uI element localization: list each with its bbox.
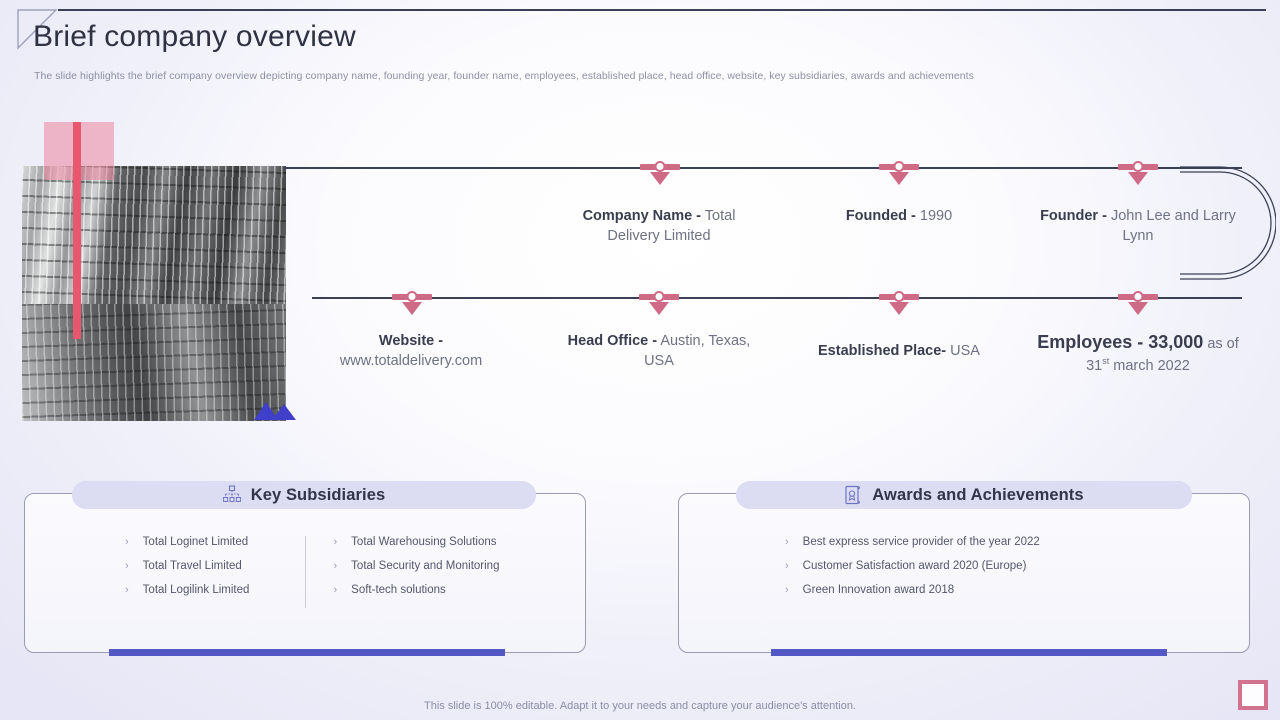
- list-item[interactable]: › Best express service provider of the y…: [693, 536, 1235, 560]
- timeline-label-value: Total Delivery Limited: [607, 208, 736, 244]
- marker-dot: [1132, 291, 1144, 302]
- awards-header-pill: Awards and Achievements: [736, 481, 1192, 509]
- list-item-label: Soft-tech solutions: [351, 584, 446, 596]
- chevron-right-icon: ›: [333, 584, 338, 596]
- list-item-label: Total Logilink Limited: [142, 584, 250, 596]
- subsidiaries-column-a: › Total Loginet Limited › Total Travel L…: [39, 536, 305, 608]
- page-subtitle: The slide highlights the brief company o…: [34, 70, 974, 82]
- chevron-right-icon: ›: [333, 536, 338, 548]
- timeline-label-established-place: Established Place- USA: [789, 342, 1009, 362]
- chevron-right-icon: ›: [333, 560, 338, 572]
- timeline-label-employees: Employees - 33,000 as of 31st march 2022: [1028, 330, 1248, 376]
- pink-vertical-bar: [73, 122, 81, 339]
- timeline-label-key: Founded -: [845, 208, 916, 224]
- employees-suffix: as of 31: [1086, 336, 1239, 374]
- timeline-label-value: USA: [946, 343, 980, 359]
- marker-dot: [654, 161, 666, 172]
- timeline-label-key: Website -: [378, 333, 444, 349]
- corner-square-decoration: [1238, 680, 1268, 710]
- list-item[interactable]: › Green Innovation award 2018: [693, 584, 1235, 608]
- marker-dot: [653, 291, 665, 302]
- footer-note: This slide is 100% editable. Adapt it to…: [424, 700, 856, 712]
- key-subsidiaries-title: Key Subsidiaries: [250, 485, 386, 504]
- timeline-label-value: John Lee and Larry Lynn: [1106, 208, 1236, 244]
- timeline-line-top: [284, 167, 1242, 169]
- org-chart-icon: [222, 485, 241, 505]
- blue-triangles-decoration: [252, 396, 296, 420]
- marker-dot: [406, 291, 418, 302]
- list-item-label: Total Loginet Limited: [142, 536, 249, 548]
- timeline-label-website: Website - www.totaldelivery.com: [306, 332, 516, 371]
- chevron-right-icon: ›: [125, 560, 129, 572]
- awards-column: › Best express service provider of the y…: [693, 536, 1235, 608]
- marker-dot: [893, 161, 905, 172]
- marker-triangle-icon: [1128, 172, 1148, 185]
- list-item[interactable]: › Total Logilink Limited: [39, 584, 305, 608]
- chevron-right-icon: ›: [785, 584, 789, 596]
- employees-count: 33,000: [1148, 332, 1204, 352]
- awards-achievements-card: › Best express service provider of the y…: [678, 493, 1250, 656]
- list-item-label: Best express service provider of the yea…: [802, 536, 1040, 548]
- list-item[interactable]: › Customer Satisfaction award 2020 (Euro…: [693, 560, 1235, 584]
- list-item[interactable]: › Total Security and Monitoring: [306, 560, 572, 584]
- employees-label: Employees -: [1037, 332, 1149, 352]
- timeline-label-key: Company Name -: [582, 208, 702, 224]
- building-photo: [22, 166, 286, 421]
- timeline-label-value: www.totaldelivery.com: [339, 352, 483, 369]
- timeline-line-bottom: [312, 297, 1242, 299]
- timeline-label-value: Austin, Texas, USA: [644, 333, 751, 369]
- list-item-label: Total Security and Monitoring: [351, 560, 500, 572]
- list-item-label: Total Travel Limited: [142, 560, 242, 572]
- subsidiaries-column-b: › Total Warehousing Solutions › Total Se…: [304, 536, 572, 608]
- corner-triangle-decoration: [16, 8, 58, 50]
- timeline-label-founded: Founded - 1990: [814, 207, 984, 227]
- chevron-right-icon: ›: [125, 584, 129, 596]
- top-rule-decoration: [58, 9, 1266, 11]
- marker-triangle-icon: [889, 302, 909, 315]
- marker-dot: [893, 291, 905, 302]
- chevron-right-icon: ›: [785, 560, 789, 572]
- marker-triangle-icon: [1128, 302, 1148, 315]
- timeline-label-key: Established Place-: [818, 343, 947, 359]
- key-subsidiaries-header-pill: Key Subsidiaries: [72, 481, 536, 509]
- key-subsidiaries-card: › Total Loginet Limited › Total Travel L…: [24, 493, 586, 656]
- list-item[interactable]: › Soft-tech solutions: [306, 584, 572, 608]
- employees-ordinal: st: [1102, 355, 1110, 366]
- marker-triangle-icon: [649, 302, 669, 315]
- timeline-label-founder: Founder - John Lee and Larry Lynn: [1038, 207, 1238, 246]
- certificate-icon: [844, 485, 862, 505]
- awards-title: Awards and Achievements: [872, 485, 1084, 504]
- marker-triangle-icon: [650, 172, 670, 185]
- chevron-right-icon: ›: [785, 536, 789, 548]
- timeline-label-company-name: Company Name - Total Delivery Limited: [559, 207, 759, 246]
- page-title: Brief company overview: [33, 20, 356, 53]
- building-photo-lower: [22, 303, 286, 421]
- marker-triangle-icon: [402, 302, 422, 315]
- list-item-label: Total Warehousing Solutions: [351, 536, 497, 548]
- list-item[interactable]: › Total Travel Limited: [39, 560, 305, 584]
- key-subsidiaries-body: › Total Loginet Limited › Total Travel L…: [25, 536, 585, 608]
- list-item-label: Green Innovation award 2018: [802, 584, 955, 596]
- timeline-curve-connector: [1180, 158, 1277, 308]
- list-item[interactable]: › Total Warehousing Solutions: [306, 536, 572, 560]
- list-item[interactable]: › Total Loginet Limited: [39, 536, 305, 560]
- awards-body: › Best express service provider of the y…: [679, 536, 1249, 608]
- chevron-right-icon: ›: [125, 536, 129, 548]
- timeline-label-head-office: Head Office - Austin, Texas, USA: [559, 332, 759, 371]
- awards-underbar: [771, 649, 1167, 656]
- marker-dot: [1132, 161, 1144, 172]
- timeline-label-value: 1990: [915, 208, 953, 224]
- key-subsidiaries-underbar: [109, 649, 505, 656]
- employees-suffix2: march 2022: [1109, 357, 1190, 374]
- marker-triangle-icon: [889, 172, 909, 185]
- timeline-label-key: Founder -: [1040, 208, 1107, 224]
- list-item-label: Customer Satisfaction award 2020 (Europe…: [802, 560, 1027, 572]
- timeline-label-key: Head Office -: [567, 333, 658, 349]
